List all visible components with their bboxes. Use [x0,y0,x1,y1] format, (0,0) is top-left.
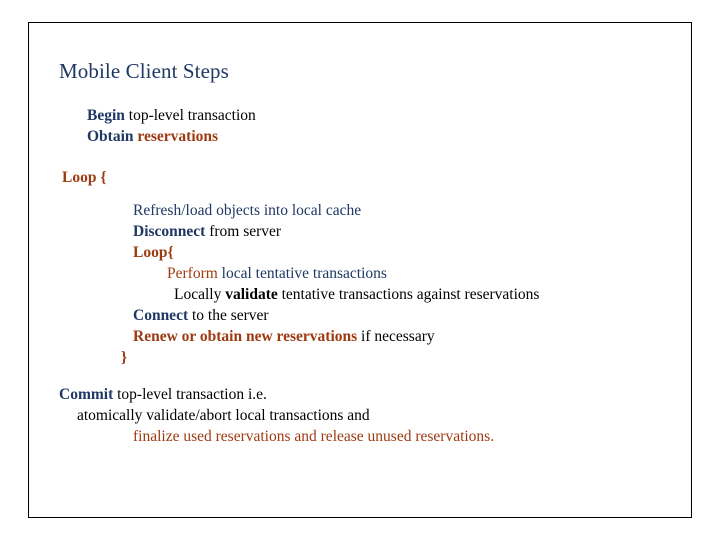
step-begin: Begin top-level transaction [29,105,691,126]
step-connect: Connect to the server [29,305,691,326]
step-inner-loop-open-text: Loop{ [133,244,174,261]
step-refresh: Refresh/load objects into local cache [29,200,691,221]
step-obtain: Obtain reservations [29,126,691,147]
step-locally-lead: Locally [174,286,222,303]
page-title: Mobile Client Steps [59,59,229,83]
spacer-3 [29,368,691,384]
step-commit-keyword: Commit [59,386,114,403]
step-locally-validate: Locally validate tentative transactions … [29,284,691,305]
step-locally-text: tentative transactions against reservati… [281,286,540,303]
step-commit-text: top-level transaction i.e. [117,386,267,403]
step-connect-text: to the server [191,307,269,324]
step-locally-keyword: validate [225,286,278,303]
step-disconnect-keyword: Disconnect [133,223,206,240]
step-finalize-text: finalize used reservations and release u… [133,428,495,445]
step-inner-loop-close-text: } [121,349,128,366]
step-inner-loop-close: } [29,347,691,368]
step-obtain-keyword: Obtain [87,128,134,145]
step-perform-keyword: Perform [167,265,218,282]
step-obtain-text: reservations [137,128,219,145]
step-finalize: finalize used reservations and release u… [29,426,691,447]
step-perform: Perform local tentative transactions [29,263,691,284]
step-loop-open-text: Loop { [62,169,107,186]
step-inner-loop-open: Loop{ [29,242,691,263]
step-renew-text: if necessary [361,328,435,345]
slide-body: Begin top-level transaction Obtain reser… [29,105,691,447]
step-disconnect-text: from server [209,223,282,240]
step-perform-text: local tentative transactions [221,265,387,282]
slide-frame: Mobile Client Steps Begin top-level tran… [28,22,692,518]
step-connect-keyword: Connect [133,307,189,324]
spacer-1 [29,147,691,167]
step-refresh-text: Refresh/load objects into local cache [133,202,362,219]
step-atomically: atomically validate/abort local transact… [29,405,691,426]
step-begin-keyword: Begin [87,107,125,124]
step-renew: Renew or obtain new reservations if nece… [29,326,691,347]
step-loop-open: Loop { [29,167,691,188]
step-renew-keyword: Renew or obtain new reservations [133,328,358,345]
spacer-2 [29,188,691,200]
step-commit: Commit top-level transaction i.e. [29,384,691,405]
step-begin-text: top-level transaction [128,107,256,124]
step-atomically-text: atomically validate/abort local transact… [77,407,370,424]
step-disconnect: Disconnect from server [29,221,691,242]
